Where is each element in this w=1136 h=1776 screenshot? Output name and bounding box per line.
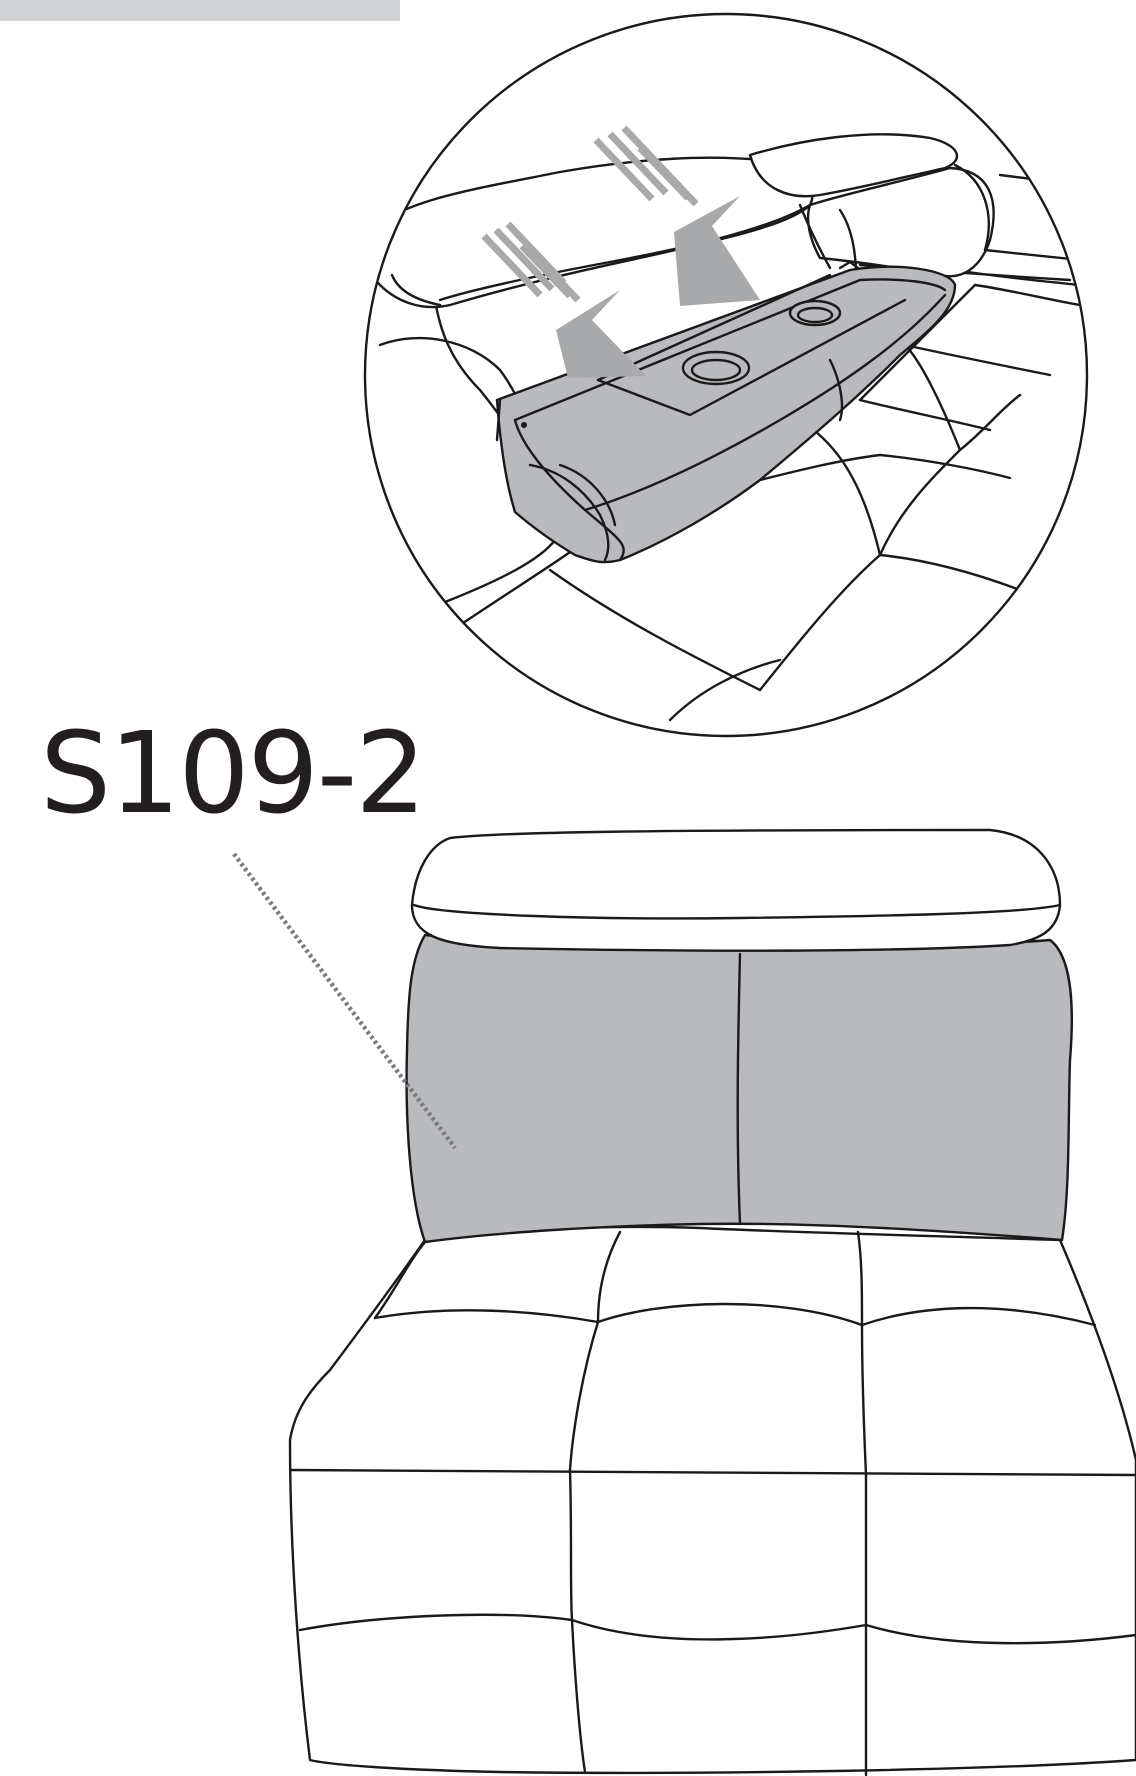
leader-line	[232, 852, 457, 1150]
console-insert	[495, 260, 957, 564]
diagonal-arrow-icon	[481, 125, 760, 378]
armrest-right	[748, 133, 959, 198]
armrest-left	[365, 156, 814, 309]
header-bar	[0, 0, 400, 21]
headrest-cushion	[410, 828, 1062, 952]
part-number-label: S109-2	[40, 709, 427, 839]
detail-view-circle	[363, 12, 1089, 738]
seat-tufting	[288, 1230, 1136, 1776]
sofa-module	[232, 828, 1136, 1776]
